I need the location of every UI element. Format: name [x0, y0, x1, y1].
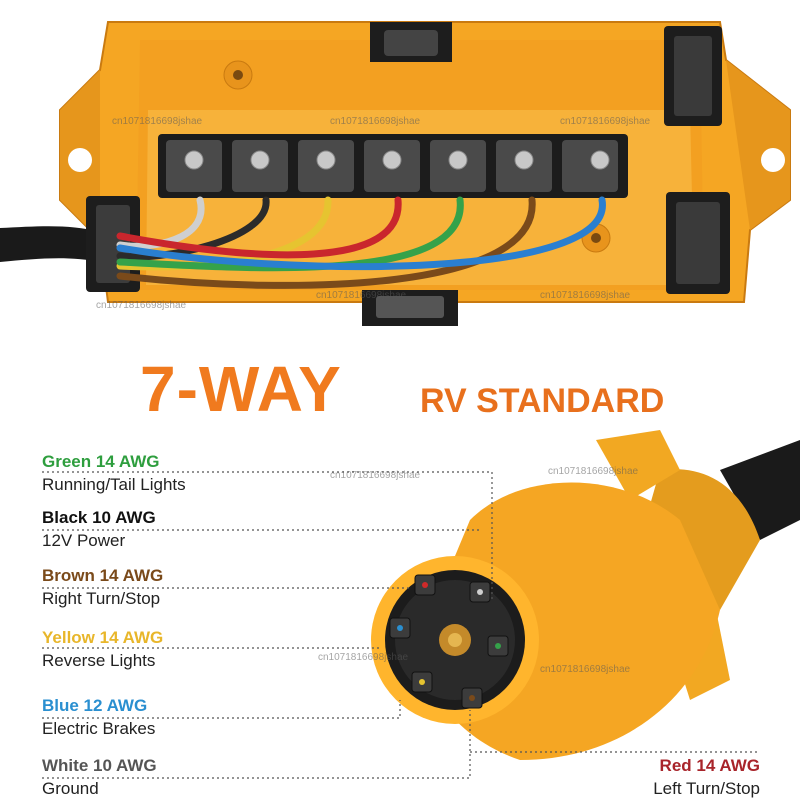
wire-function: Running/Tail Lights	[42, 475, 186, 494]
wire-label-yellow: Yellow 14 AWG Reverse Lights	[42, 628, 163, 671]
wire-label-black: Black 10 AWG 12V Power	[42, 508, 156, 551]
title-sub: RV STANDARD	[420, 382, 665, 420]
wire-label-blue: Blue 12 AWG Electric Brakes	[42, 696, 155, 739]
wire-function: Left Turn/Stop	[653, 779, 760, 798]
wire-name: Blue 12 AWG	[42, 696, 148, 715]
wire-function: Right Turn/Stop	[42, 589, 161, 608]
leader-lines	[42, 471, 760, 779]
watermark-text: cn1071816698jshae	[540, 290, 631, 301]
wire-name: Red 14 AWG	[659, 756, 760, 775]
wire-name: Green 14 AWG	[42, 452, 160, 471]
wire-name: Brown 14 AWG	[42, 566, 164, 585]
wire-function: 12V Power	[42, 531, 126, 550]
wire-name: Black 10 AWG	[42, 508, 156, 527]
wire-label-red: Red 14 AWG Left Turn/Stop	[653, 756, 760, 799]
junction-box	[0, 21, 791, 326]
wire-label-green: Green 14 AWG Running/Tail Lights	[42, 452, 186, 495]
wire-name: Yellow 14 AWG	[42, 628, 164, 647]
watermark-text: cn1071816698jshae	[540, 664, 631, 675]
watermark-text: cn1071816698jshae	[560, 116, 651, 127]
watermark-text: cn1071816698jshae	[96, 300, 187, 311]
title-main: 7-WAY	[140, 353, 342, 425]
watermark-text: cn1071816698jshae	[316, 290, 407, 301]
wire-label-white: White 10 AWG Ground	[42, 756, 157, 799]
watermark-text: cn1071816698jshae	[318, 652, 409, 663]
watermark-text: cn1071816698jshae	[548, 466, 639, 477]
wire-function: Ground	[42, 779, 99, 798]
wire-name: White 10 AWG	[42, 756, 157, 775]
wire-function: Electric Brakes	[42, 719, 156, 738]
wire-label-brown: Brown 14 AWG Right Turn/Stop	[42, 566, 163, 609]
watermark-text: cn1071816698jshae	[112, 116, 203, 127]
watermark-text: cn1071816698jshae	[330, 116, 421, 127]
trailer-plug	[371, 430, 800, 760]
wire-function: Reverse Lights	[42, 651, 156, 670]
watermark-text: cn1071816698jshae	[330, 470, 421, 481]
